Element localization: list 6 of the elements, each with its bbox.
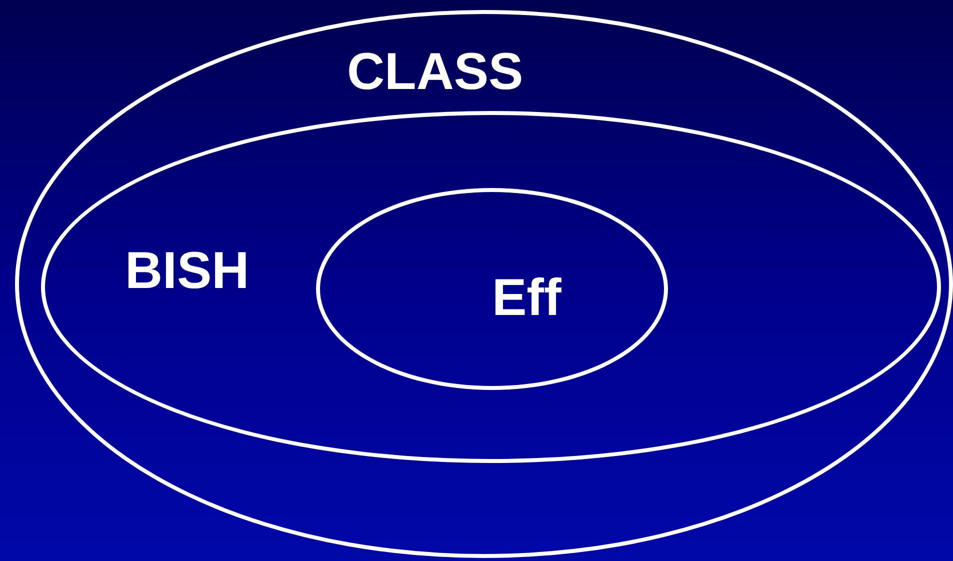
set-label: Eff (492, 272, 562, 324)
set-ellipse (41, 111, 941, 463)
set-ellipse (316, 188, 668, 390)
set-ellipse (15, 10, 953, 558)
set-label: BISH (125, 245, 250, 297)
set-label: CLASS (347, 46, 524, 98)
